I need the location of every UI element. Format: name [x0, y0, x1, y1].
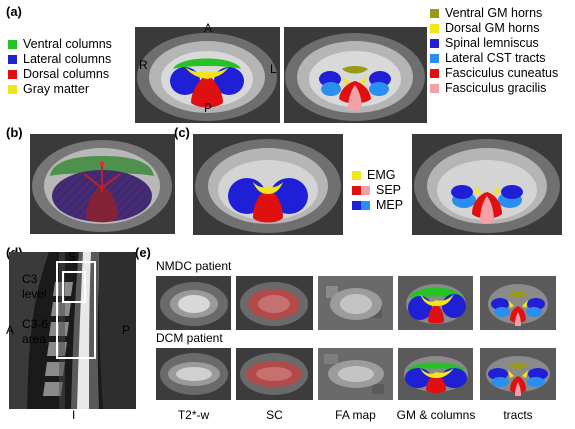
- legend-item-label: EMG: [367, 168, 396, 182]
- legend-swatch: [8, 55, 17, 64]
- legend-swatch: [361, 201, 370, 210]
- legend-swatch: [8, 70, 17, 79]
- orient-p-label: P: [204, 101, 213, 115]
- dcm-fa-image: [318, 348, 393, 400]
- caption-gm-columns: GM & columns: [396, 408, 476, 422]
- panel-c-label: (c): [174, 125, 190, 140]
- legend-tracts: Ventral GM horns Dorsal GM horns Spinal …: [430, 6, 558, 96]
- legend-item: Fasciculus cuneatus: [430, 66, 558, 81]
- caption-sc: SC: [266, 408, 283, 422]
- nmdc-t2w-image: [156, 276, 231, 330]
- mri-hatched-image: [30, 134, 175, 234]
- legend-item: Spinal lemniscus: [430, 36, 558, 51]
- legend-item: Dorsal GM horns: [430, 21, 558, 36]
- panel-a-label: (a): [6, 4, 22, 19]
- legend-swatch: [352, 171, 361, 180]
- legend-swatch: [8, 85, 17, 94]
- legend-item: EMG: [352, 168, 403, 183]
- orient-p-label-d: P: [122, 323, 131, 337]
- legend-swatch: [430, 69, 439, 78]
- mri-monitoring-image: [193, 134, 343, 235]
- legend-item: Ventral GM horns: [430, 6, 558, 21]
- legend-item-label: Ventral GM horns: [445, 6, 543, 20]
- legend-swatch: [352, 186, 361, 195]
- legend-swatch: [430, 24, 439, 33]
- dcm-sc-image: [236, 348, 313, 400]
- mri-sagittal-image: [9, 252, 136, 409]
- orient-a-label: A: [204, 21, 213, 35]
- row-label-dcm: DCM patient: [156, 331, 223, 345]
- legend-item: Lateral CST tracts: [430, 51, 558, 66]
- legend-swatch: [8, 40, 17, 49]
- legend-item-label: Fasciculus gracilis: [445, 81, 547, 95]
- mri-monitoring-tracts-image: [412, 134, 562, 235]
- orient-a-label-d: A: [6, 323, 15, 337]
- legend-item-label: Lateral columns: [23, 52, 112, 66]
- legend-item-label: MEP: [376, 198, 404, 212]
- legend-item-label: Fasciculus cuneatus: [445, 66, 559, 80]
- legend-monitoring: EMG SEP MEP: [352, 168, 403, 213]
- legend-item-label: Ventral columns: [23, 37, 112, 51]
- legend-item: Fasciculus gracilis: [430, 81, 558, 96]
- orient-i-label: I: [72, 408, 76, 422]
- legend-swatch: [430, 39, 439, 48]
- panel-e-label: (e): [135, 245, 151, 260]
- legend-swatch: [430, 54, 439, 63]
- panel-b-label: (b): [6, 125, 23, 140]
- legend-item: Gray matter: [8, 82, 112, 97]
- orient-l-label: L: [270, 62, 277, 76]
- mri-columns-image: [135, 27, 280, 123]
- c3-6-area-label: C3-6 area: [22, 317, 49, 346]
- legend-item: Lateral columns: [8, 52, 112, 67]
- legend-item-label: Spinal lemniscus: [445, 36, 539, 50]
- mri-tracts-image: [284, 27, 427, 123]
- legend-item: SEP: [352, 183, 403, 198]
- dcm-tracts-image: [480, 348, 556, 400]
- legend-item: Dorsal columns: [8, 67, 112, 82]
- orient-r-label: R: [139, 58, 148, 72]
- legend-swatch: [430, 9, 439, 18]
- legend-item: Ventral columns: [8, 37, 112, 52]
- dcm-t2w-image: [156, 348, 231, 400]
- caption-tracts: tracts: [503, 408, 533, 422]
- legend-item-label: Gray matter: [23, 82, 89, 96]
- legend-item-label: SEP: [376, 183, 402, 197]
- legend-swatch: [352, 201, 361, 210]
- legend-swatch: [430, 84, 439, 93]
- row-label-nmdc: NMDC patient: [156, 259, 232, 273]
- c3-level-label: C3 level: [22, 272, 47, 301]
- legend-item-label: Dorsal columns: [23, 67, 110, 81]
- nmdc-tracts-image: [480, 276, 556, 330]
- nmdc-gm-columns-image: [398, 276, 473, 330]
- orient-s-label: S: [68, 250, 77, 264]
- caption-t2w: T2*-w: [177, 408, 210, 422]
- legend-swatch: [361, 186, 370, 195]
- nmdc-sc-image: [236, 276, 313, 330]
- dcm-gm-columns-image: [398, 348, 473, 400]
- legend-item-label: Lateral CST tracts: [445, 51, 546, 65]
- legend-item-label: Dorsal GM horns: [445, 21, 540, 35]
- caption-fa-map: FA map: [335, 408, 376, 422]
- nmdc-fa-image: [318, 276, 393, 330]
- legend-columns: Ventral columns Lateral columns Dorsal c…: [8, 37, 112, 97]
- legend-item: MEP: [352, 198, 403, 213]
